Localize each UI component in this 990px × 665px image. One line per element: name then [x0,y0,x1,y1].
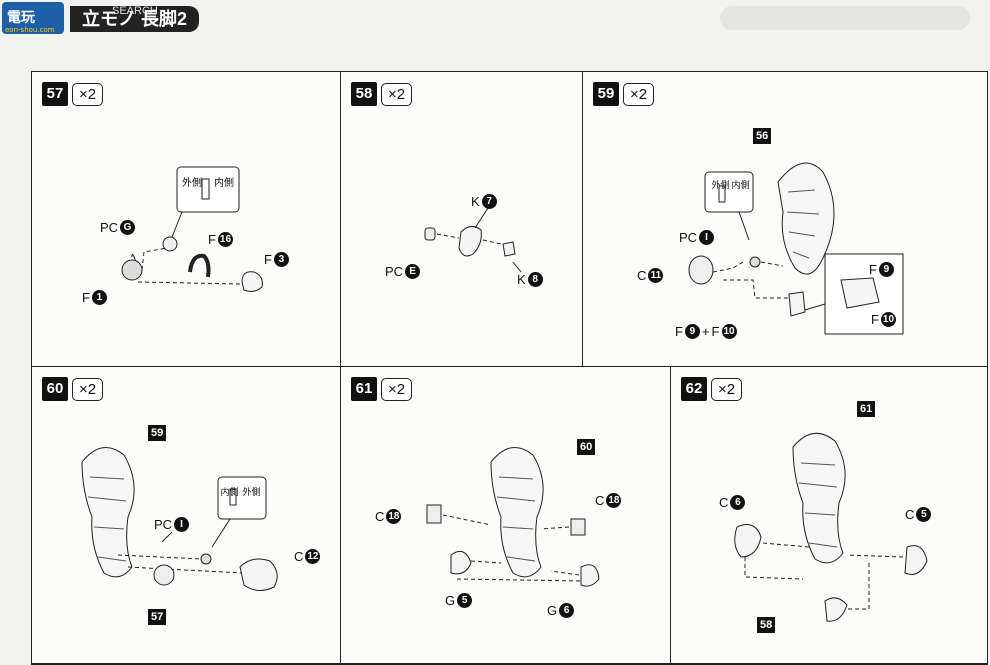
site-logo: 電玩 eon-shou.com [2,2,64,34]
step-58-diagram [424,207,522,273]
part-ref-56: 56 [753,128,772,144]
header: 電玩 eon-shou.com 立モノ 長脚2 SEARCH [0,0,990,40]
callout-outer-label: 外側 [711,180,730,190]
step-number: 62 [681,377,707,401]
part-ref-60: 60 [577,439,596,455]
step-59-diagram [688,162,904,335]
quantity-badge: ×2 [72,377,104,401]
callout-outer-label: 外側 [182,178,202,189]
quantity-badge: ×2 [72,82,104,106]
step-59-header: 59 ×2 [593,82,655,106]
callout-inner-label: 内側 [731,180,750,190]
quantity-badge: ×2 [381,82,413,106]
step-60-diagram [81,447,278,591]
callout-inner-label: 内側 [220,487,239,497]
step-57-diagram [121,166,263,292]
watermark: SEARCH [112,5,158,17]
step-number: 59 [593,82,619,106]
step-number: 57 [42,82,68,106]
part-ref-61: 61 [857,401,876,417]
step-number: 58 [351,82,377,106]
step-61-diagram [426,447,600,587]
step-number: 61 [351,377,377,401]
part-ref-58: 58 [757,617,776,633]
svg-text:電玩: 電玩 [7,9,35,26]
step-60-header: 60 ×2 [42,377,104,401]
step-62-header: 62 ×2 [681,377,743,401]
header-bar-right [720,6,970,30]
quantity-badge: ×2 [711,377,743,401]
callout-outer-label: 外側 [242,487,261,497]
step-58-header: 58 ×2 [351,82,413,106]
quantity-badge: ×2 [381,377,413,401]
step-57-header: 57 ×2 [42,82,104,106]
part-ref-57: 57 [148,609,167,625]
step-number: 60 [42,377,68,401]
step-61-header: 61 ×2 [351,377,413,401]
quantity-badge: ×2 [623,82,655,106]
part-ref-59: 59 [148,425,167,441]
callout-inner-label: 内側 [214,178,234,189]
step-62-diagram [734,432,928,622]
page-title: 立モノ 長脚2 [70,6,200,32]
svg-text:eon-shou.com: eon-shou.com [5,26,55,34]
